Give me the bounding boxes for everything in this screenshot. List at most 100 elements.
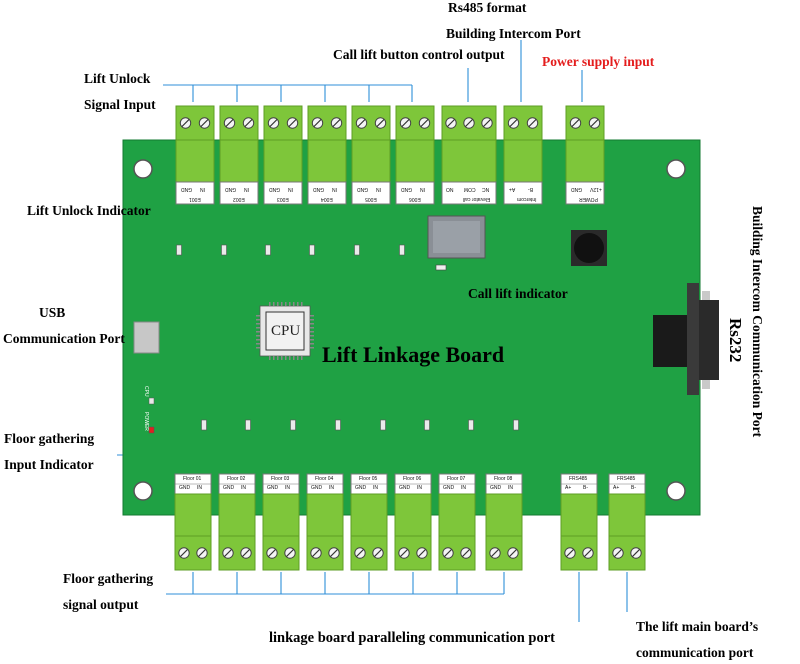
top-terminal-block[interactable] bbox=[503, 105, 543, 205]
label-power-supply: Power supply input bbox=[542, 54, 655, 69]
top-terminal-block[interactable] bbox=[565, 105, 605, 205]
terminal-pin-label: Floor 08 bbox=[494, 476, 513, 482]
terminal-pin-label: +12V bbox=[589, 186, 602, 192]
terminal-pin-label: GND bbox=[267, 485, 279, 491]
bottom-terminal-block[interactable] bbox=[560, 473, 598, 571]
terminal-pin-label: IN bbox=[241, 485, 246, 491]
bottom-terminal-block[interactable] bbox=[174, 473, 212, 571]
label-call-lift-button: Call lift button control output bbox=[333, 47, 505, 62]
terminal-pin-label: GND bbox=[179, 485, 191, 491]
lift-unlock-leds bbox=[176, 244, 405, 256]
call-lift-led bbox=[435, 264, 447, 271]
label-rs485-format: Rs485 format bbox=[448, 0, 527, 15]
label-lift-unlock-2: Signal Input bbox=[84, 97, 156, 112]
label-power-led: POWER bbox=[143, 412, 149, 431]
top-terminal-block[interactable] bbox=[351, 105, 391, 205]
led bbox=[245, 419, 251, 431]
terminal-pin-label: IN bbox=[243, 186, 249, 192]
terminal-pin-label: E004 bbox=[321, 196, 333, 202]
terminal-pin-label: GND bbox=[356, 186, 368, 192]
top-terminal-block[interactable] bbox=[263, 105, 303, 205]
label-lift-unlock-1: Lift Unlock bbox=[84, 71, 151, 86]
terminal-pin-label: E002 bbox=[233, 196, 245, 202]
terminal-pin-label: B- bbox=[631, 485, 636, 491]
terminal-pin-label: E003 bbox=[277, 196, 289, 202]
terminal-pin-label: Intercom bbox=[517, 196, 537, 202]
bottom-terminal-block[interactable] bbox=[485, 473, 523, 571]
terminal-pin-label: IN bbox=[461, 485, 466, 491]
top-terminal-block[interactable] bbox=[219, 105, 259, 205]
led bbox=[290, 419, 296, 431]
bottom-terminal-block[interactable] bbox=[350, 473, 388, 571]
label-usb-2: Communication Port bbox=[3, 331, 125, 346]
terminal-pin-label: GND bbox=[570, 186, 582, 192]
bottom-terminal-blocks bbox=[174, 473, 646, 571]
terminal-pin-label: GND bbox=[180, 186, 192, 192]
led bbox=[354, 244, 360, 256]
mount-hole bbox=[666, 159, 686, 179]
terminal-pin-label: GND bbox=[399, 485, 411, 491]
terminal-pin-label: Elevator call bbox=[463, 196, 491, 202]
terminal-pin-label: IN bbox=[329, 485, 334, 491]
terminal-pin-label: IN bbox=[419, 186, 425, 192]
label-usb-1: USB bbox=[39, 305, 66, 320]
floor-gathering-leds bbox=[201, 419, 519, 431]
terminal-pin-label: B- bbox=[583, 485, 588, 491]
terminal-pin-label: NC bbox=[482, 186, 490, 192]
bottom-terminal-block[interactable] bbox=[438, 473, 476, 571]
top-terminal-block[interactable] bbox=[395, 105, 435, 205]
top-terminal-block[interactable] bbox=[441, 105, 497, 205]
bottom-terminal-block[interactable] bbox=[394, 473, 432, 571]
terminal-pin-label: GND bbox=[224, 186, 236, 192]
bottom-terminal-block[interactable] bbox=[608, 473, 646, 571]
label-lift-unlock-indicator: Lift Unlock Indicator bbox=[27, 203, 151, 218]
terminal-pin-label: A+ bbox=[613, 485, 620, 491]
led bbox=[265, 244, 271, 256]
cpu-chip bbox=[256, 302, 314, 360]
label-building-intercom-port: Building Intercom Port bbox=[446, 26, 581, 41]
terminal-pin-label: POWER bbox=[579, 196, 598, 202]
led bbox=[399, 244, 405, 256]
label-main-board-1: The lift main board’s bbox=[636, 619, 759, 634]
terminal-pin-label: E001 bbox=[189, 196, 201, 202]
top-terminal-block[interactable] bbox=[175, 105, 215, 205]
led bbox=[424, 419, 430, 431]
bottom-terminal-block[interactable] bbox=[262, 473, 300, 571]
cpu-led bbox=[148, 397, 155, 405]
terminal-pin-label: Floor 07 bbox=[447, 476, 466, 482]
led bbox=[309, 244, 315, 256]
mount-hole bbox=[133, 159, 153, 179]
led bbox=[176, 244, 182, 256]
label-main-board-2: communication port bbox=[636, 645, 754, 660]
terminal-pin-label: E005 bbox=[365, 196, 377, 202]
terminal-pin-label: GND bbox=[312, 186, 324, 192]
label-floor-gather-ind-1: Floor gathering bbox=[4, 431, 95, 446]
terminal-pin-label: Floor 03 bbox=[271, 476, 290, 482]
terminal-pin-label: Floor 04 bbox=[315, 476, 334, 482]
label-floor-gather-out-2: signal output bbox=[63, 597, 139, 612]
led bbox=[335, 419, 341, 431]
top-terminal-blocks bbox=[175, 105, 605, 205]
label-rs232: Rs232 bbox=[726, 318, 745, 363]
label-cpu-led: CPU bbox=[143, 386, 149, 397]
power-led bbox=[148, 426, 155, 434]
terminal-pin-label: GND bbox=[400, 186, 412, 192]
terminal-pin-label: Floor 05 bbox=[359, 476, 378, 482]
top-terminal-block[interactable] bbox=[307, 105, 347, 205]
label-intercom-vertical: Building Intercom Communication Port bbox=[750, 206, 765, 438]
led bbox=[201, 419, 207, 431]
terminal-pin-label: IN bbox=[199, 186, 205, 192]
bottom-terminal-block[interactable] bbox=[218, 473, 256, 571]
terminal-pin-label: IN bbox=[331, 186, 337, 192]
terminal-pin-label: IN bbox=[285, 485, 290, 491]
terminal-pin-label: A+ bbox=[508, 186, 515, 192]
led bbox=[380, 419, 386, 431]
terminal-pin-label: B- bbox=[527, 186, 533, 192]
bottom-terminal-block[interactable] bbox=[306, 473, 344, 571]
mount-hole bbox=[133, 481, 153, 501]
board-title: Lift Linkage Board bbox=[322, 342, 505, 367]
terminal-pin-label: GND bbox=[311, 485, 323, 491]
terminal-pin-label: GND bbox=[443, 485, 455, 491]
label-parallel-port: linkage board paralleling communication … bbox=[269, 630, 555, 646]
